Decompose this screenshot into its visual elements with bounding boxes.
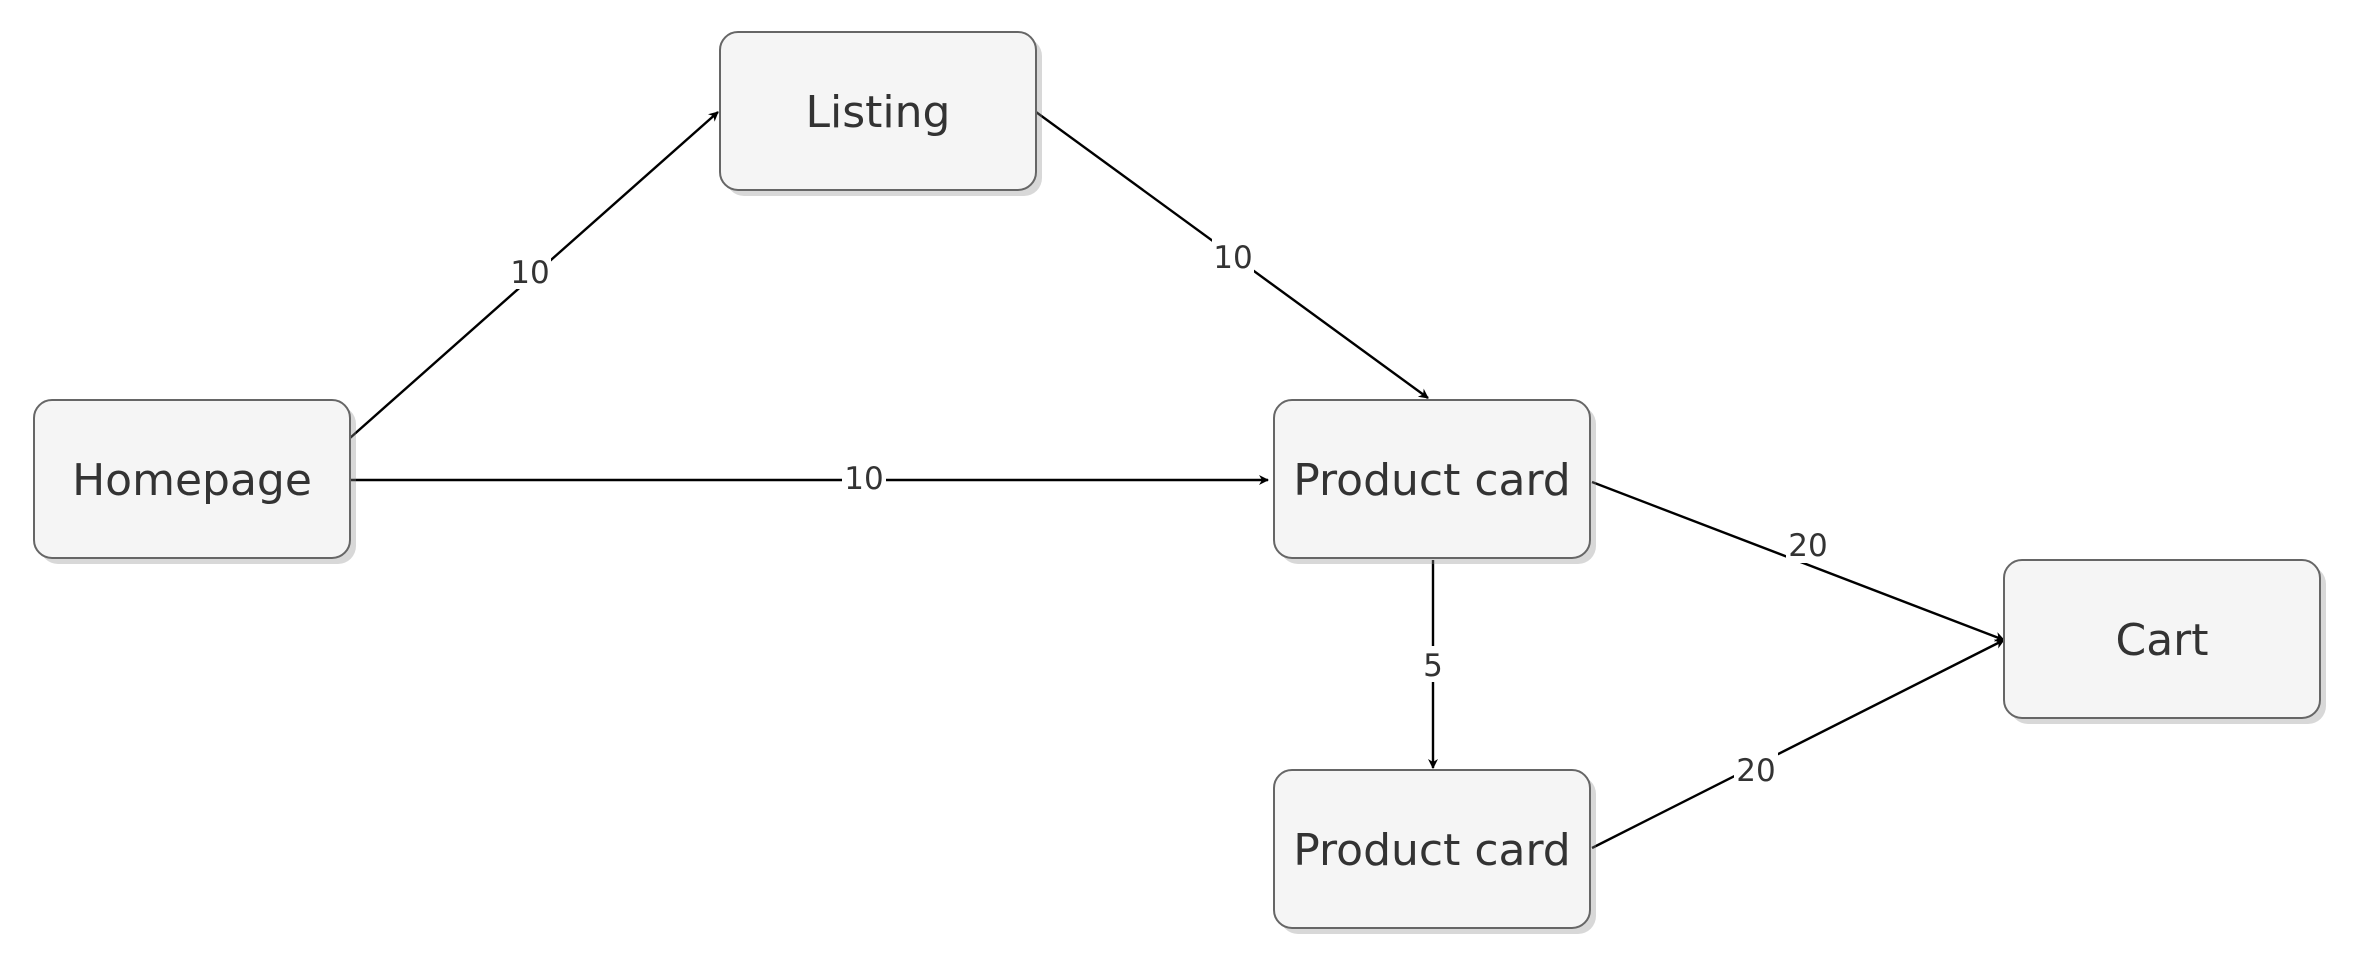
edge-label: 20	[1788, 528, 1827, 564]
node-box	[2003, 559, 2321, 719]
edge-homepage-to-listing: 10	[349, 111, 719, 439]
node-label: Product card	[1293, 825, 1570, 876]
edge-homepage-to-product-card: 10	[350, 460, 1269, 498]
edge-label-background	[1212, 239, 1254, 275]
edge-label: 10	[844, 461, 883, 497]
node-box	[1273, 399, 1591, 559]
edge-label-background	[1734, 752, 1778, 788]
edge-label: 20	[1736, 753, 1775, 789]
edge-label-background	[842, 460, 886, 498]
edge-product-card-to-product-card: 5	[1420, 560, 1446, 769]
edge-label-background	[509, 253, 551, 289]
node-label: Listing	[806, 87, 951, 138]
node-listing: Listing	[719, 31, 1042, 196]
node-label: Cart	[2115, 615, 2208, 666]
node-cart: Cart	[2003, 559, 2326, 724]
edge-product-card-to-cart: 20	[1591, 480, 2005, 642]
node-box	[1273, 769, 1591, 929]
edge-product-card-to-cart-second: 20	[1591, 638, 2005, 850]
edge-label: 5	[1423, 648, 1443, 684]
edge-label: 10	[510, 255, 549, 291]
node-label: Product card	[1293, 455, 1570, 506]
node-label: Homepage	[72, 455, 312, 506]
node-box	[33, 399, 351, 559]
node-box	[719, 31, 1037, 191]
edge-label: 10	[1213, 240, 1252, 276]
node-product-card: Product card	[1273, 399, 1596, 564]
node-product-card-second: Product card	[1273, 769, 1596, 934]
node-homepage: Homepage	[33, 399, 356, 564]
edge-line	[1591, 638, 2005, 850]
edge-label-background	[1420, 646, 1446, 682]
edge-listing-to-product-card: 10	[1035, 111, 1429, 399]
edge-label-background	[1786, 527, 1830, 563]
